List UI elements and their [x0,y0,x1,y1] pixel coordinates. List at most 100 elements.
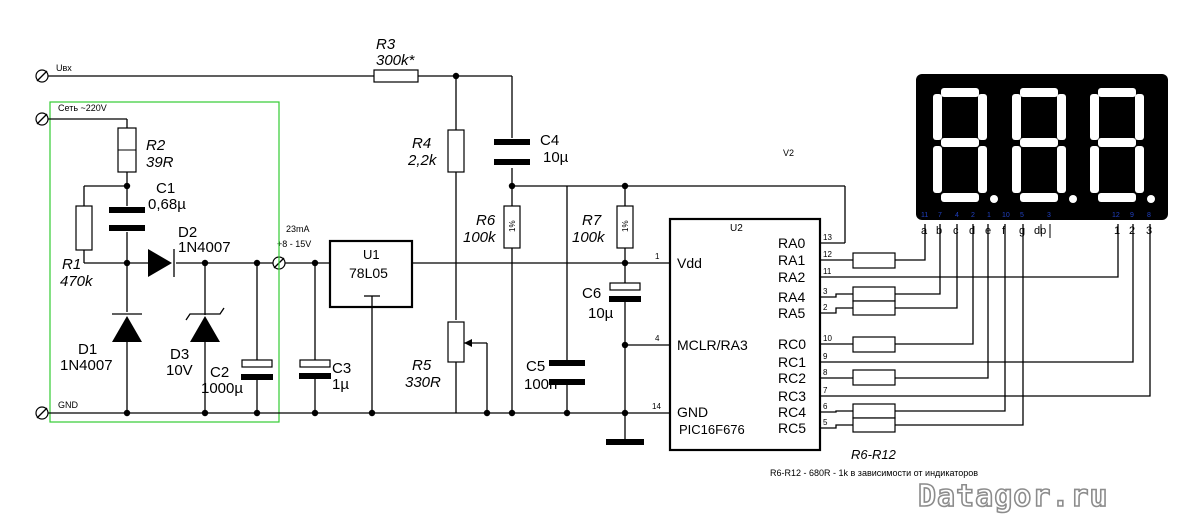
digit3-label-f: f [1080,110,1083,120]
resistor-network [852,252,896,433]
digit2-segment-c [1057,146,1066,193]
u2-ref: U2 [730,223,743,234]
mcu-pin-ra1: RA1 [778,252,805,268]
digit2-label-g: g [1036,124,1041,134]
digit1-label-d: d [957,204,962,214]
display-pin-b: b [936,225,942,237]
power-supply-outline [49,101,280,423]
r3-value: 300k* [376,52,416,69]
mcu-pin-rc1-num: 9 [823,352,828,361]
display-pin-f: f [1002,225,1006,237]
c2-capacitor [241,359,273,380]
digit3-label-e: e [1080,164,1085,174]
digit3-segment-g [1098,138,1136,147]
mcu-pin-ra0: RA0 [778,235,805,251]
digit1-segment-d [941,193,979,202]
display-pin-num-11: 11 [921,212,928,219]
d2-value: 1N4007 [178,239,231,256]
digit2-label-f: f [1002,110,1005,120]
c4-ref: C4 [540,132,559,149]
digit1-label-b: b [990,110,995,120]
supply-current-label: 23mA [286,224,310,234]
u2-value: PIC16F676 [679,422,745,437]
r5-potentiometer [447,321,465,363]
digit2-segment-a [1020,88,1058,97]
digit3-segment-d [1098,193,1136,202]
c5-value: 100n [524,376,557,393]
r7-resistor [616,205,634,249]
mcu-pin-ra2-num: 11 [823,267,832,276]
display-pin-a: a [921,225,928,237]
r2-ref: R2 [146,137,166,154]
c5-ref: C5 [526,358,545,375]
digit3-label-b: b [1147,110,1152,120]
mcu-pin-ra4: RA4 [778,289,805,305]
c1-capacitor [109,207,145,231]
r1-value: 470k [60,273,94,290]
mains-terminal [35,112,49,126]
r2-value: 39R [146,154,174,171]
gnd-terminal [35,406,49,420]
display-pin-num-7: 7 [938,212,942,219]
mcu-pin-ra5-num: 2 [823,303,828,312]
r6-ref: R6 [476,212,496,229]
c5-capacitor [549,360,585,385]
mcu-pin-ra1-num: 12 [823,250,832,259]
mcu-pin-vdd-num: 1 [655,252,660,261]
c1-value: 0,68µ [148,196,186,213]
c3-value: 1µ [332,376,349,393]
display-pin-g: g [1019,225,1025,237]
r5-value: 330R [405,374,441,391]
display-pin-e: e [985,225,991,237]
digit1-label-g: g [957,124,962,134]
display-pin-2: 2 [1129,225,1135,237]
display-pin-num-9: 9 [1130,212,1134,219]
r6-tolerance: 1% [508,220,517,232]
digit2-segment-g [1020,138,1058,147]
display-pin-dp: dp [1034,225,1046,237]
display-pin-num-5: 5 [1020,212,1024,219]
v2-ref: V2 [783,148,794,158]
digit2-dp [1069,195,1077,203]
mcu-pin-ra2: RA2 [778,269,805,285]
mcu-pin-rc1: RC1 [778,354,806,370]
mcu-pin-rc4-num: 6 [823,402,828,411]
digit1-segment-a [941,88,979,97]
mcu-pin-rc2-num: 8 [823,368,828,377]
d1-value: 1N4007 [60,357,113,374]
mcu-pin-mclr: MCLR/RA3 [677,337,748,353]
digit1-segment-e [933,146,942,193]
r7-ref: R7 [582,212,602,229]
mcu-pin-gnd: GND [677,404,708,420]
r3-resistor [373,69,419,83]
display-pin-1: 1 [1114,225,1120,237]
digit2-segment-e [1012,146,1021,193]
digit1-dp [990,195,998,203]
digit1-label-c: c [990,164,995,174]
display-pin-d: d [969,225,975,237]
mcu-pin-rc5: RC5 [778,420,806,436]
u2-microcontroller [668,217,822,452]
mcu-pin-mclr-num: 4 [655,334,660,343]
digit1-segment-g [941,138,979,147]
d1-ref: D1 [78,341,97,358]
digit2-label-c: c [1069,164,1074,174]
display-pin-3: 3 [1146,225,1152,237]
r4-resistor [447,129,465,173]
r6-value: 100k [463,229,497,246]
mcu-pin-rc4: RC4 [778,404,806,420]
display-pin-c: c [953,225,959,237]
r5-wiper-arrow [464,339,472,347]
display-digits [933,88,1155,203]
mcu-pin-ra5: RA5 [778,305,805,321]
r1-ref: R1 [62,256,81,273]
display-pin-num-8: 8 [1147,212,1151,219]
resistor-array-label: R6-R12 [851,447,897,462]
digit3-segment-e [1090,146,1099,193]
c3-ref: C3 [332,360,351,377]
mcu-pin-ra0-num: 13 [823,233,832,242]
u1-value: 78L05 [349,265,388,281]
digit2-segment-d [1020,193,1058,202]
